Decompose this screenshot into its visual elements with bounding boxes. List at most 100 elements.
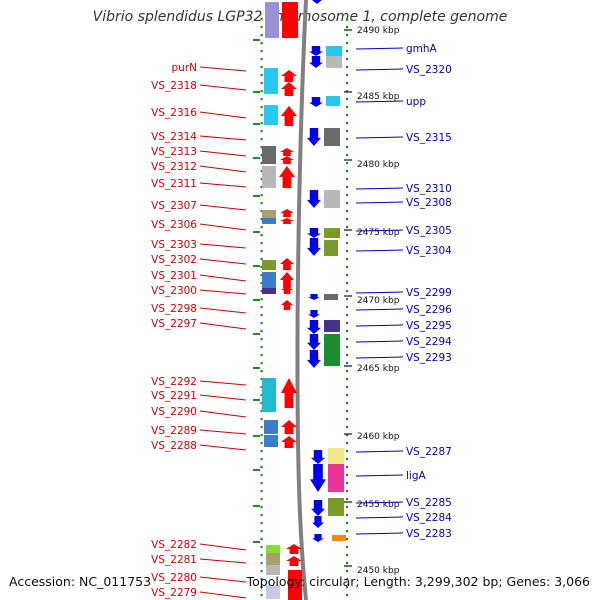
- right-leader-line: [355, 201, 404, 204]
- left-track-tick: [260, 362, 263, 365]
- left-track-tick: [260, 538, 263, 541]
- right-track-tick: [346, 66, 349, 69]
- right-track-tick: [346, 354, 349, 357]
- left-track-tick: [260, 90, 263, 93]
- scale-tick-label: 2450 kbp: [357, 566, 400, 576]
- left-track-tick: [260, 154, 263, 157]
- left-leader-line: [199, 394, 247, 401]
- left-track-tick: [260, 554, 263, 557]
- right-gene-block: [326, 96, 340, 106]
- left-gene-label: VS_2290: [151, 406, 197, 418]
- right-track-tick: [346, 170, 349, 173]
- right-track-tick: [346, 138, 349, 141]
- left-gene-arrow: [280, 156, 294, 164]
- topology-text: Topology: circular; Length: 3,299,302 bp…: [246, 574, 590, 589]
- right-track-tick: [346, 458, 349, 461]
- right-gene-label: VS_2310: [406, 183, 452, 195]
- left-gene-block: [264, 420, 278, 434]
- left-gene-block: [262, 146, 276, 164]
- left-track-tick: [260, 594, 263, 597]
- left-leader-line: [199, 66, 247, 72]
- left-gene-arrow: [280, 272, 294, 288]
- right-track-tick: [346, 394, 349, 397]
- left-gene-arrow: [280, 148, 294, 156]
- left-leader-line: [199, 543, 247, 551]
- right-gene-arrow: [311, 500, 325, 516]
- left-track-tick: [260, 210, 263, 213]
- right-track-tick: [346, 466, 349, 469]
- right-track-tick: [346, 402, 349, 405]
- right-track-tick: [346, 522, 349, 525]
- left-gene-label: VS_2282: [151, 539, 197, 551]
- left-track-tick: [260, 418, 263, 421]
- right-gene-block: [328, 464, 344, 492]
- left-leader-line: [199, 135, 247, 141]
- left-leader-line: [199, 223, 247, 231]
- left-track-tick: [260, 98, 263, 101]
- left-track-tick: [260, 546, 263, 549]
- right-track-tick: [346, 450, 349, 453]
- right-gene-label: VS_2304: [406, 245, 452, 257]
- left-gene-label: VS_2306: [151, 219, 197, 231]
- right-gene-block: [326, 56, 342, 68]
- left-track-tick: [260, 578, 263, 581]
- left-track-tick: [260, 522, 263, 525]
- right-track-tick: [346, 570, 349, 573]
- right-gene-label: VS_2308: [406, 197, 452, 209]
- right-track-tick: [346, 314, 349, 317]
- left-track-tick: [260, 298, 263, 301]
- right-leader-line: [355, 450, 404, 453]
- right-track-tick: [346, 322, 349, 325]
- left-gene-label: VS_2292: [151, 376, 197, 388]
- right-gene-arrow: [312, 534, 324, 542]
- left-track-tick: [260, 18, 263, 21]
- right-track-tick: [346, 474, 349, 477]
- right-leader-line: [355, 136, 404, 139]
- scale-tick-label: 2465 kbp: [357, 364, 400, 374]
- left-gene-arrow: [279, 166, 295, 188]
- left-leader-line: [199, 182, 247, 188]
- right-track-tick: [346, 514, 349, 517]
- left-gene-label: VS_2318: [151, 80, 197, 92]
- left-track-tick: [260, 266, 263, 269]
- scale-tick-label: 2470 kbp: [357, 296, 400, 306]
- left-gene-block: [264, 80, 278, 94]
- right-gene-arrow: [309, 46, 323, 56]
- left-gene-label: VS_2313: [151, 146, 197, 158]
- left-gene-arrow: [281, 300, 293, 310]
- right-leader-line: [355, 308, 404, 311]
- left-leader-line: [199, 150, 247, 157]
- right-track-tick: [346, 146, 349, 149]
- left-leader-line: [199, 111, 247, 119]
- right-track-tick: [346, 98, 349, 101]
- left-track-tick: [260, 26, 263, 29]
- right-track-tick: [346, 490, 349, 493]
- left-gene-label: VS_2312: [151, 161, 197, 173]
- left-gene-label: VS_2291: [151, 390, 197, 402]
- left-track-tick: [260, 514, 263, 517]
- right-gene-label: upp: [406, 96, 426, 108]
- right-gene-label: VS_2287: [406, 446, 452, 458]
- right-track-tick: [346, 482, 349, 485]
- right-track-tick: [346, 194, 349, 197]
- right-track-tick: [346, 42, 349, 45]
- right-gene-label: VS_2283: [406, 528, 452, 540]
- right-gene-arrow: [307, 228, 321, 238]
- left-gene-label: VS_2289: [151, 425, 197, 437]
- left-leader-line: [199, 410, 247, 418]
- right-gene-block: [324, 350, 340, 366]
- left-track-tick: [260, 74, 263, 77]
- left-gene-label: VS_2279: [151, 587, 197, 599]
- scale-tick-label: 2480 kbp: [357, 160, 400, 170]
- right-gene-label: VS_2294: [406, 336, 452, 348]
- left-track-tick: [260, 450, 263, 453]
- left-gene-arrow: [280, 258, 294, 270]
- right-track-tick: [346, 202, 349, 205]
- left-gene-block: [266, 585, 280, 599]
- left-track-tick: [260, 82, 263, 85]
- right-track-tick: [346, 330, 349, 333]
- left-leader-line: [199, 84, 247, 91]
- left-track-tick: [260, 202, 263, 205]
- left-track-tick: [260, 466, 263, 469]
